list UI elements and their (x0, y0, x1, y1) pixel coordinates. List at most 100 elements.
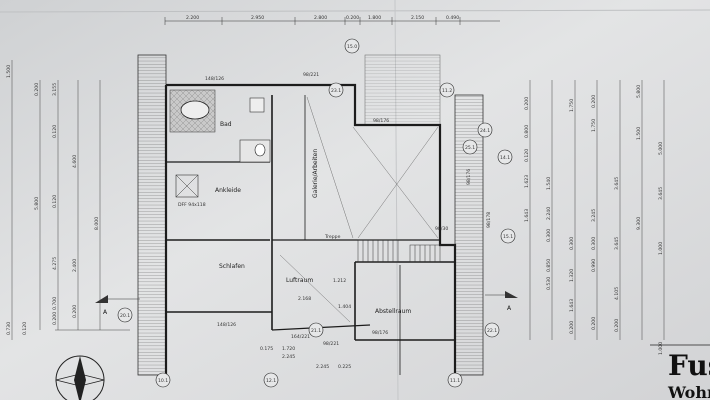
diag-dim-b: 1.404 (338, 304, 351, 310)
bottom-dim-3: 2.245 (316, 364, 329, 370)
right-dim-a-6: 2.240 (546, 207, 552, 220)
right-dim-a-8: 0.850 (546, 259, 552, 272)
bottom-dim-1: 2.245 (282, 354, 295, 360)
window-label-7: 164/221 (291, 334, 310, 340)
grid-marker-labels: 15.0 23.1 11.2 24.1 25.1 14.1 15.1 20.1 … (120, 44, 513, 384)
section-marker-left: A (95, 295, 140, 316)
dfp-label: DFF 94x118 (178, 202, 206, 208)
right-dimension-chains (529, 80, 665, 340)
right-dim-a-5: 1.540 (546, 177, 552, 190)
window-label-9: 98/176 (372, 330, 388, 336)
grid-mark-0: 15.0 (347, 44, 357, 50)
left-dim-9: 0.120 (22, 322, 28, 335)
room-galerie: Galerie/Arbeiten (312, 149, 319, 198)
right-dim-b-0: 1.750 (569, 99, 575, 112)
left-dim-3: 0.120 (52, 125, 58, 138)
bath-fixtures (169, 89, 271, 198)
grid-mark-6: 15.1 (503, 234, 513, 240)
left-dim-4: 0.120 (52, 195, 58, 208)
window-label-5: 98/178 (486, 212, 492, 228)
room-ankleide: Ankleide (215, 187, 241, 194)
left-dim-13: 0.200 (72, 305, 78, 318)
bottom-dim-2: 0.175 (260, 346, 273, 352)
right-dim-a-10: 1.643 (569, 299, 575, 312)
right-dim-a-12: 0.300 (569, 237, 575, 250)
right-dim-a-11: 1.320 (569, 269, 575, 282)
right-dimension-labels-a: 0.200 0.800 0.120 1.623 1.643 1.540 2.24… (524, 97, 575, 334)
right-dim-b-16: 3.645 (658, 187, 664, 200)
right-dim-b-6: 0.200 (591, 317, 597, 330)
grid-mark-9: 22.1 (487, 328, 497, 334)
top-dimension-line: 2.200 2.950 2.800 0.200 1.800 2.150 0.49… (164, 15, 500, 25)
luftraum-dim: 1.212 (333, 278, 346, 284)
right-dim-a-3: 1.623 (524, 175, 530, 188)
north-arrow-icon (55, 355, 105, 400)
window-label-8: 98/221 (323, 341, 339, 347)
void-diagonals (279, 96, 439, 323)
grid-markers (117, 38, 516, 388)
grid-mark-2: 11.2 (442, 88, 452, 94)
title-word-1: Fuss (668, 349, 710, 382)
section-a-left: A (103, 309, 108, 316)
top-dim-3: 0.200 (346, 15, 359, 21)
left-dim-0: 1.500 (6, 65, 12, 78)
grid-mark-5: 14.1 (500, 155, 510, 161)
top-dim-1: 2.950 (251, 15, 264, 21)
stair-label: Treppe (324, 234, 341, 240)
room-abstellraum: Abstellraum (375, 308, 411, 315)
left-dim-7: 0.200 (52, 312, 58, 325)
grid-mark-4: 25.1 (465, 145, 475, 151)
window-label-3: 98/176 (466, 169, 472, 185)
right-dim-a-4: 1.643 (524, 209, 530, 222)
right-dim-b-15: 5.000 (658, 142, 664, 155)
right-dim-b-2: 1.750 (591, 119, 597, 132)
section-a-right: A (507, 305, 512, 312)
window-label-6: 148/126 (217, 322, 236, 328)
right-dimension-labels-b: 1.750 0.200 1.750 3.245 0.300 0.990 0.20… (569, 85, 664, 355)
window-label-0: 148/126 (205, 76, 224, 82)
right-dim-a-7: 0.300 (546, 229, 552, 242)
right-dim-b-8: 3.645 (614, 237, 620, 250)
top-dim-6: 0.490 (446, 15, 459, 21)
window-labels: 148/126 98/221 98/176 98/176 98/30 98/17… (205, 72, 492, 347)
grid-mark-12: 11.1 (450, 378, 460, 384)
title-block: Fuss Wohn (650, 344, 710, 400)
left-dim-14: 8.000 (94, 217, 100, 230)
top-dim-5: 2.150 (411, 15, 424, 21)
grid-mark-1: 23.1 (331, 88, 341, 94)
left-dim-2: 3.155 (52, 83, 58, 96)
roof-hatch (137, 54, 484, 376)
bottom-dimensions: 1.720 2.245 0.175 2.245 0.225 (260, 346, 351, 370)
room-bad: Bad (220, 121, 232, 128)
left-dim-6: 0.700 (52, 297, 58, 310)
left-dim-12: 2.400 (72, 259, 78, 272)
left-dim-10: 5.800 (34, 197, 40, 210)
top-dim-0: 2.200 (186, 15, 199, 21)
window-label-2: 98/176 (373, 118, 389, 124)
right-dim-b-17: 1.000 (658, 342, 664, 355)
right-dim-a-1: 0.800 (524, 125, 530, 138)
right-dim-a-2: 0.120 (524, 149, 530, 162)
right-dim-b-7: 3.645 (614, 177, 620, 190)
right-dim-b-5: 0.990 (591, 259, 597, 272)
left-dimension-chains (11, 60, 130, 340)
window-label-4: 98/30 (435, 226, 448, 232)
right-dim-a-13: 0.200 (569, 321, 575, 334)
right-dim-b-3: 3.245 (591, 209, 597, 222)
right-dim-b-12: 9.300 (636, 217, 642, 230)
bottom-dim-4: 0.225 (338, 364, 351, 370)
grid-mark-3: 24.1 (480, 128, 490, 134)
right-dim-b-10: 0.200 (614, 319, 620, 332)
grid-mark-8: 21.1 (311, 328, 321, 334)
room-luftraum: Luftraum (286, 277, 313, 284)
grid-mark-7: 20.1 (120, 313, 130, 319)
grid-mark-11: 12.1 (266, 378, 276, 384)
stairs (357, 239, 441, 263)
left-dim-11: 4.600 (72, 155, 78, 168)
grid-mark-10: 10.1 (158, 378, 168, 384)
right-dim-b-11: 1.500 (636, 127, 642, 140)
diag-dim-a: 2.168 (298, 296, 311, 302)
bottom-dim-0: 1.720 (282, 346, 295, 352)
title-word-2: Wohn (667, 383, 710, 400)
